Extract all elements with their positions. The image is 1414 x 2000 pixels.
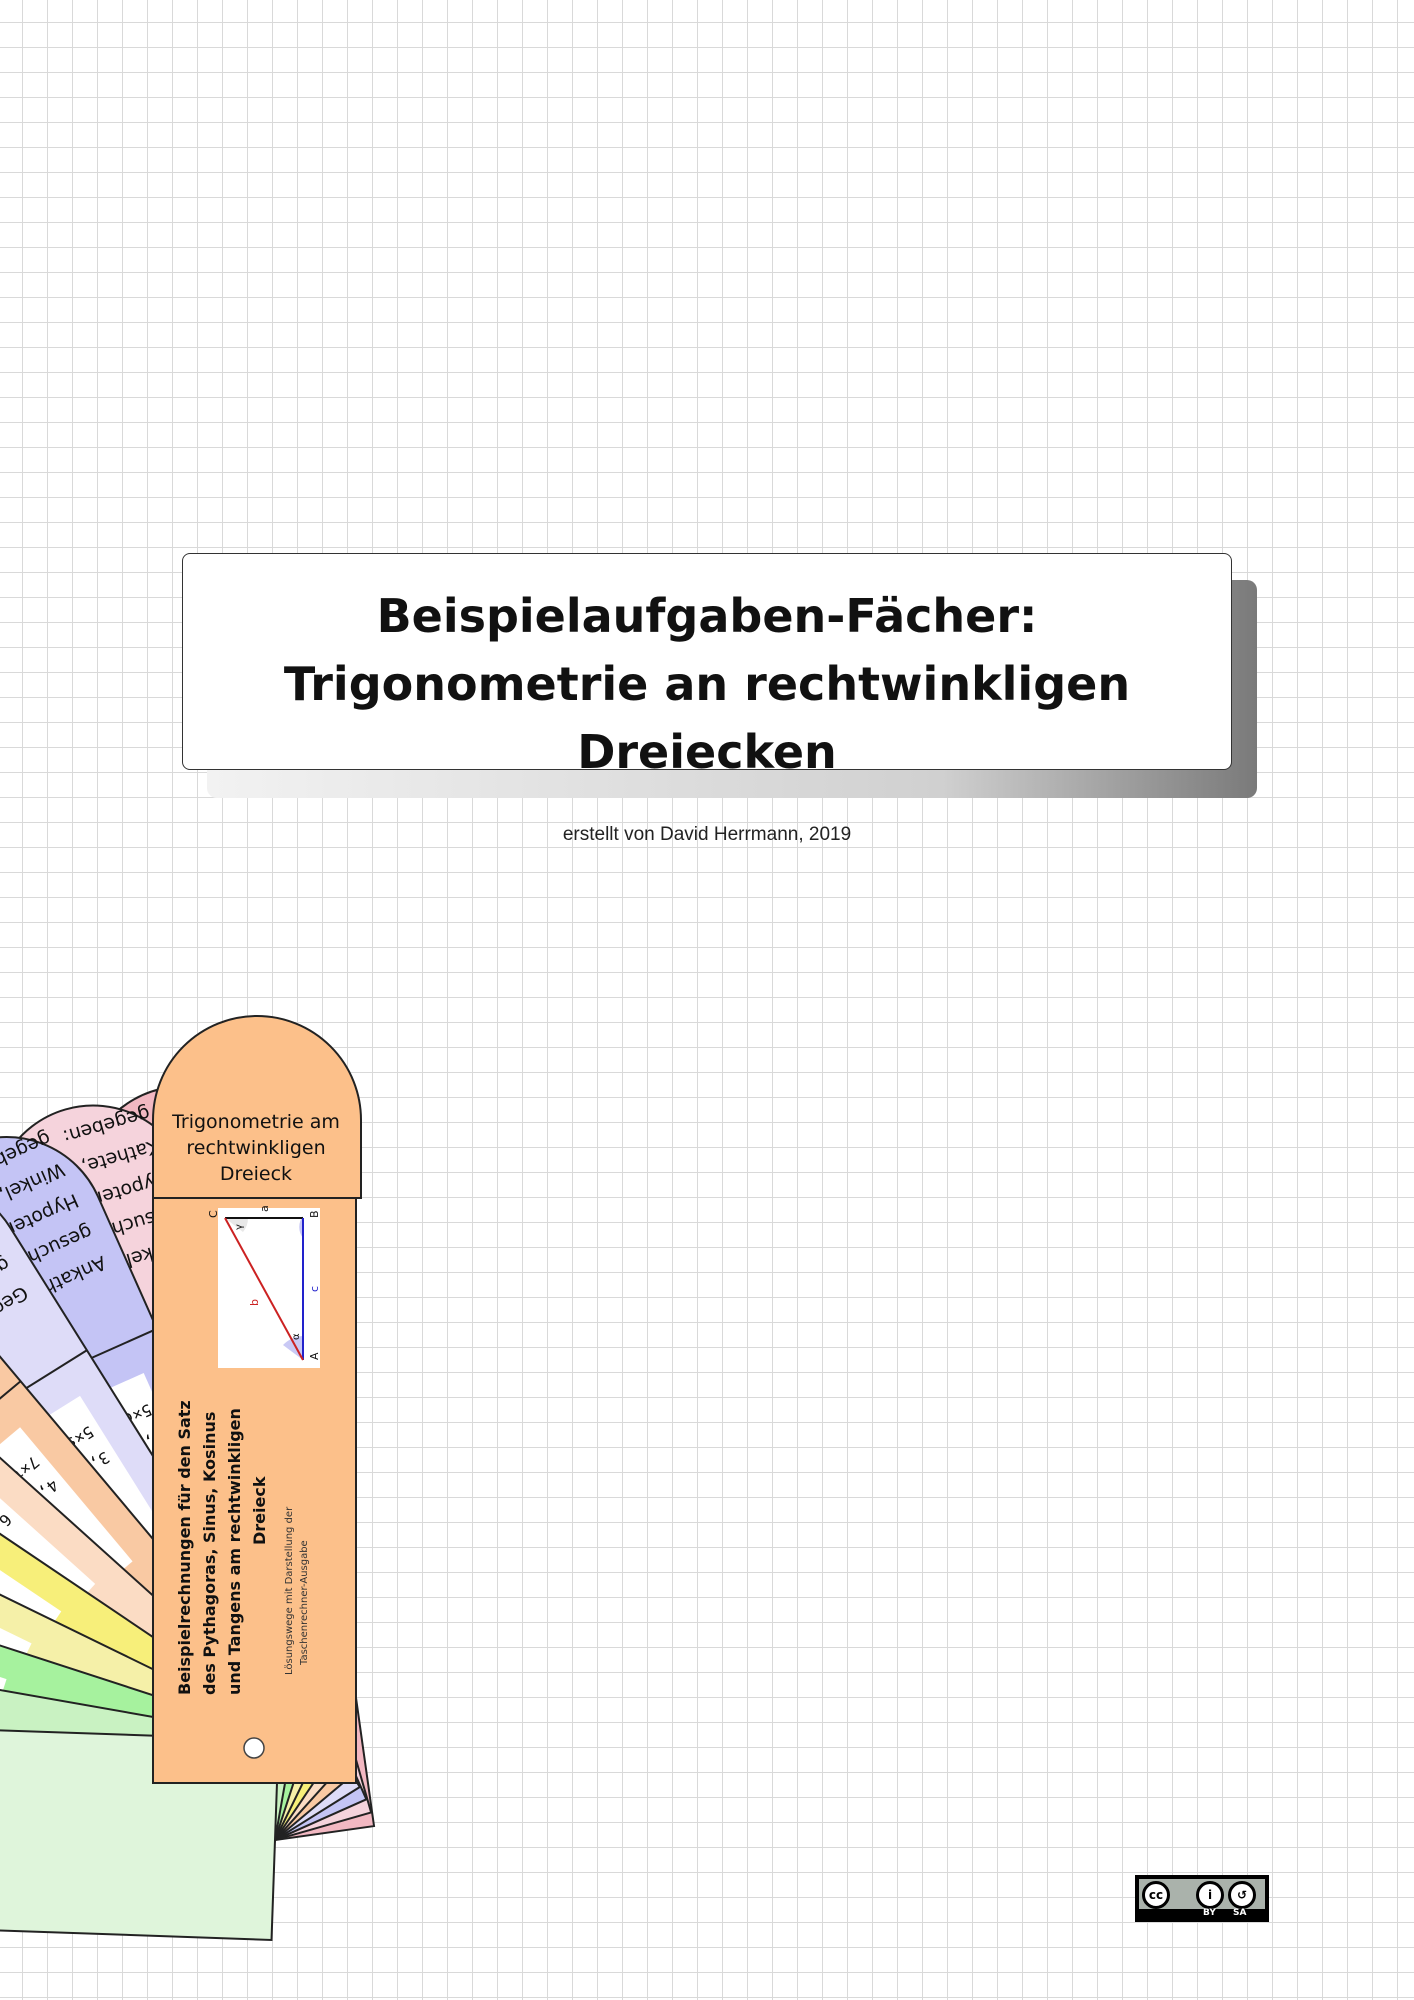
front-note-line-1: Lösungswege mit Darstellung der: [284, 1506, 295, 1675]
front-desc-line-1: Beispielrechnungen für den Satz: [175, 1400, 194, 1695]
author-line: erstellt von David Herrmann, 2019: [562, 824, 852, 845]
share-alike-icon: ↺: [1228, 1881, 1256, 1909]
front-desc-line-4: Dreieck: [250, 1476, 269, 1545]
front-title-line-3: Dreieck: [220, 1163, 292, 1185]
side-b: [224, 1217, 304, 1361]
front-note-line-2: Taschenrechner-Ausgabe: [299, 1540, 310, 1666]
title-card: Beispielaufgaben-Fächer: Trigonometrie a…: [182, 553, 1232, 845]
vertex-a-label: A: [308, 1352, 321, 1360]
front-title-line-2: rechtwinkligen: [186, 1137, 325, 1159]
page-title: Beispielaufgaben-Fächer: Trigonometrie a…: [283, 589, 1131, 779]
front-card: Trigonometrie am rechtwinkligen Dreieck …: [152, 1015, 362, 1784]
by-label: BY: [1203, 1908, 1216, 1918]
front-desc-line-2: des Pythagoras, Sinus, Kosinus: [200, 1412, 219, 1695]
attribution-icon: i: [1196, 1881, 1224, 1909]
side-c-label: c: [308, 1286, 321, 1292]
side-a-label: a: [258, 1205, 271, 1212]
fan-blade-1-shape: [0, 1716, 280, 1941]
alpha-label: α: [291, 1333, 302, 1340]
vertex-c-label: C: [207, 1210, 220, 1218]
cc-icon: cc: [1142, 1881, 1170, 1909]
front-card-top: [152, 1015, 362, 1199]
gamma-label: γ: [234, 1224, 245, 1230]
gamma-mark: [225, 1218, 249, 1232]
sa-label: SA: [1233, 1908, 1247, 1918]
side-b-label: b: [248, 1299, 261, 1306]
alpha-mark: [283, 1336, 303, 1360]
cc-by-sa-badge: cc i ↺ BY SA: [1135, 1875, 1269, 1922]
front-desc-line-3: und Tangens am rechtwinkligen: [225, 1408, 244, 1695]
rivet-hole: [243, 1737, 265, 1759]
front-description: Beispielrechnungen für den Satz des Pyth…: [175, 1400, 310, 1695]
front-title-line-1: Trigonometrie am: [171, 1111, 340, 1133]
fan-blade-1: gegeben:Kathetengesucht:Hypotenuse√(3²+4…: [0, 1716, 280, 1941]
vertex-b-label: B: [308, 1210, 321, 1218]
